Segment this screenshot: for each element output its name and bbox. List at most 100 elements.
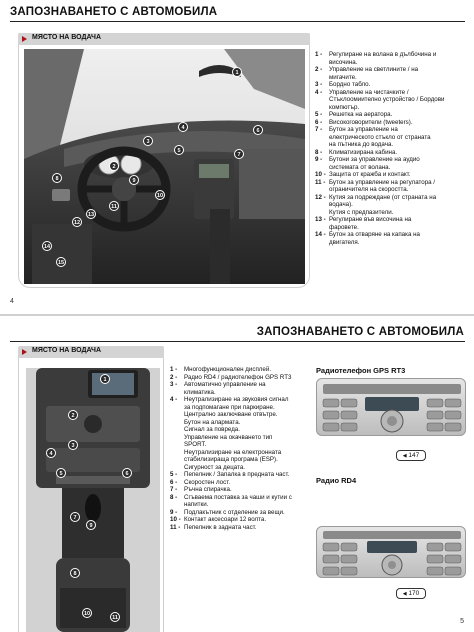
legend-item: 2 -Радио RD4 / радиотелефон GPS RT3 [170,374,306,382]
legend-text: Скоростен лост. [184,478,231,486]
legend-item: SPORT. [170,441,306,449]
legend-number: 10 - [315,171,326,178]
legend-number [315,59,329,67]
legend-text: Неутрализиране на звуковия сигнал [184,396,289,403]
legend-item: климатика. [170,389,306,397]
legend-number: 7 - [170,486,178,493]
page-title: ЗАПОЗНАВАНЕТО С АВТОМОБИЛА [10,6,218,18]
legend-item: компютър. [315,104,467,112]
legend-text: височина. [329,58,358,66]
legend-item: 2 -Управление на светлините / на [315,66,467,74]
page-reference-147: ◀ 147 [396,450,426,461]
legend-number: 7 - [315,126,323,133]
badge: 14 [42,241,52,251]
legend-number [315,134,329,142]
radio-rd4-title: Радио RD4 [316,476,357,485]
legend-item: Сигурност за децата. [170,464,306,472]
legend-item: 9 -Подлакътник с отделение за вещи. [170,509,306,517]
legend-text: на пътника до водача. [329,141,394,148]
legend-number: 3 - [315,81,323,88]
legend-number: 4 - [170,396,178,403]
arrow-icon [22,36,27,42]
legend-item: 13 -Регулиране във височина на [315,216,467,224]
legend-text: Бутон за управление на [329,126,398,133]
badge: 6 [253,125,263,135]
section-header: МЯСТО НА ВОДАЧА [18,346,164,358]
legend-item: за подпомагане при паркиране. [170,404,306,412]
radio-rt3-title: Радиотелефон GPS RT3 [316,366,406,375]
legend-text: стабилизираща програма (ESP). [184,456,278,463]
legend-item: 8 -Климатизирана кабина. [315,149,467,157]
legend-text: Сигнал за повреда. [184,426,240,433]
radio-rt3-image [316,378,466,436]
legend-list: 1 -Многофункционален дисплей.2 -Радио RD… [170,366,306,531]
legend-item: системата от волана. [315,164,467,172]
dashboard-photo: 1 4 6 3 5 7 2 8 9 10 11 12 13 14 15 [24,49,305,284]
legend-number [315,96,329,104]
legend-number [170,426,184,434]
legend-item: 1 -Многофункционален дисплей. [170,366,306,374]
legend-text: фаровете. [329,223,359,231]
legend-number: 14 - [315,231,326,238]
legend-text: Регулиране на волана в дълбочина и [329,51,437,58]
page-reference-170: ◀ 170 [396,588,426,599]
legend-text: напитки. [184,501,209,508]
badge: 3 [68,440,78,450]
legend-text: Бутон на алармата. [184,418,241,426]
legend-number [170,449,184,457]
legend-item: ограничителя на скоростта. [315,186,467,194]
section-header: МЯСТО НА ВОДАЧА [18,33,310,45]
legend-number [315,141,329,149]
legend-number [170,389,184,397]
legend-item: Централно заключване отвътре. [170,411,306,419]
legend-item: 14 -Бутон за отваряне на капака на [315,231,467,239]
legend-number: 6 - [315,118,323,126]
legend-number [315,209,329,217]
badge: 7 [234,149,244,159]
badge: 6 [122,468,132,478]
legend-number [315,164,329,172]
badge: 8 [70,568,80,578]
badge: 11 [110,612,120,622]
legend-number [315,201,329,209]
legend-text: Управление на светлините / на [329,66,419,73]
legend-number [170,464,184,472]
page-reference-value: 170 [408,590,420,597]
badge: 1 [232,67,242,77]
legend-text: Автоматично управление на [184,381,266,388]
legend-text: Радио RD4 / радиотелефон GPS RT3 [184,373,292,381]
legend-item: двигателя. [315,239,467,247]
legend-number: 11 - [170,523,181,531]
legend-number: 9 - [315,156,323,163]
legend-number [170,411,184,419]
legend-number [170,404,184,412]
legend-item: Неутрализиране на електронната [170,449,306,457]
legend-number [170,501,184,509]
legend-number [315,239,329,247]
title-rule [10,341,465,342]
page-divider [0,314,474,316]
legend-number: 3 - [170,381,178,388]
badge: 10 [155,190,165,200]
section-label: МЯСТО НА ВОДАЧА [32,34,102,41]
legend-text: за подпомагане при паркиране. [184,403,275,411]
legend-number [170,441,184,449]
title-rule [10,21,465,22]
legend-item: 6 -Скоростен лост. [170,479,306,487]
legend-text: Кутия за подреждане (от страната на [329,193,437,201]
legend-item: стабилизираща програма (ESP). [170,456,306,464]
legend-text: Климатизирана кабина. [329,148,398,156]
legend-number: 8 - [170,493,178,501]
badge: 7 [70,512,80,522]
legend-item: електрическото стъкло от страната [315,134,467,142]
legend-text: Стъклоомиително устройство / Бордови [329,96,445,103]
page-reference-value: 147 [408,452,420,459]
legend-number: 10 - [170,516,181,523]
legend-text: Контакт аксесоари 12 волта. [184,516,267,523]
legend-item: 10 -Контакт аксесоари 12 волта. [170,516,306,524]
legend-number: 1 - [315,51,323,58]
legend-number: 11 - [315,178,326,186]
legend-text: Решетка на аератора. [329,111,393,118]
legend-item: на пътника до водача. [315,141,467,149]
